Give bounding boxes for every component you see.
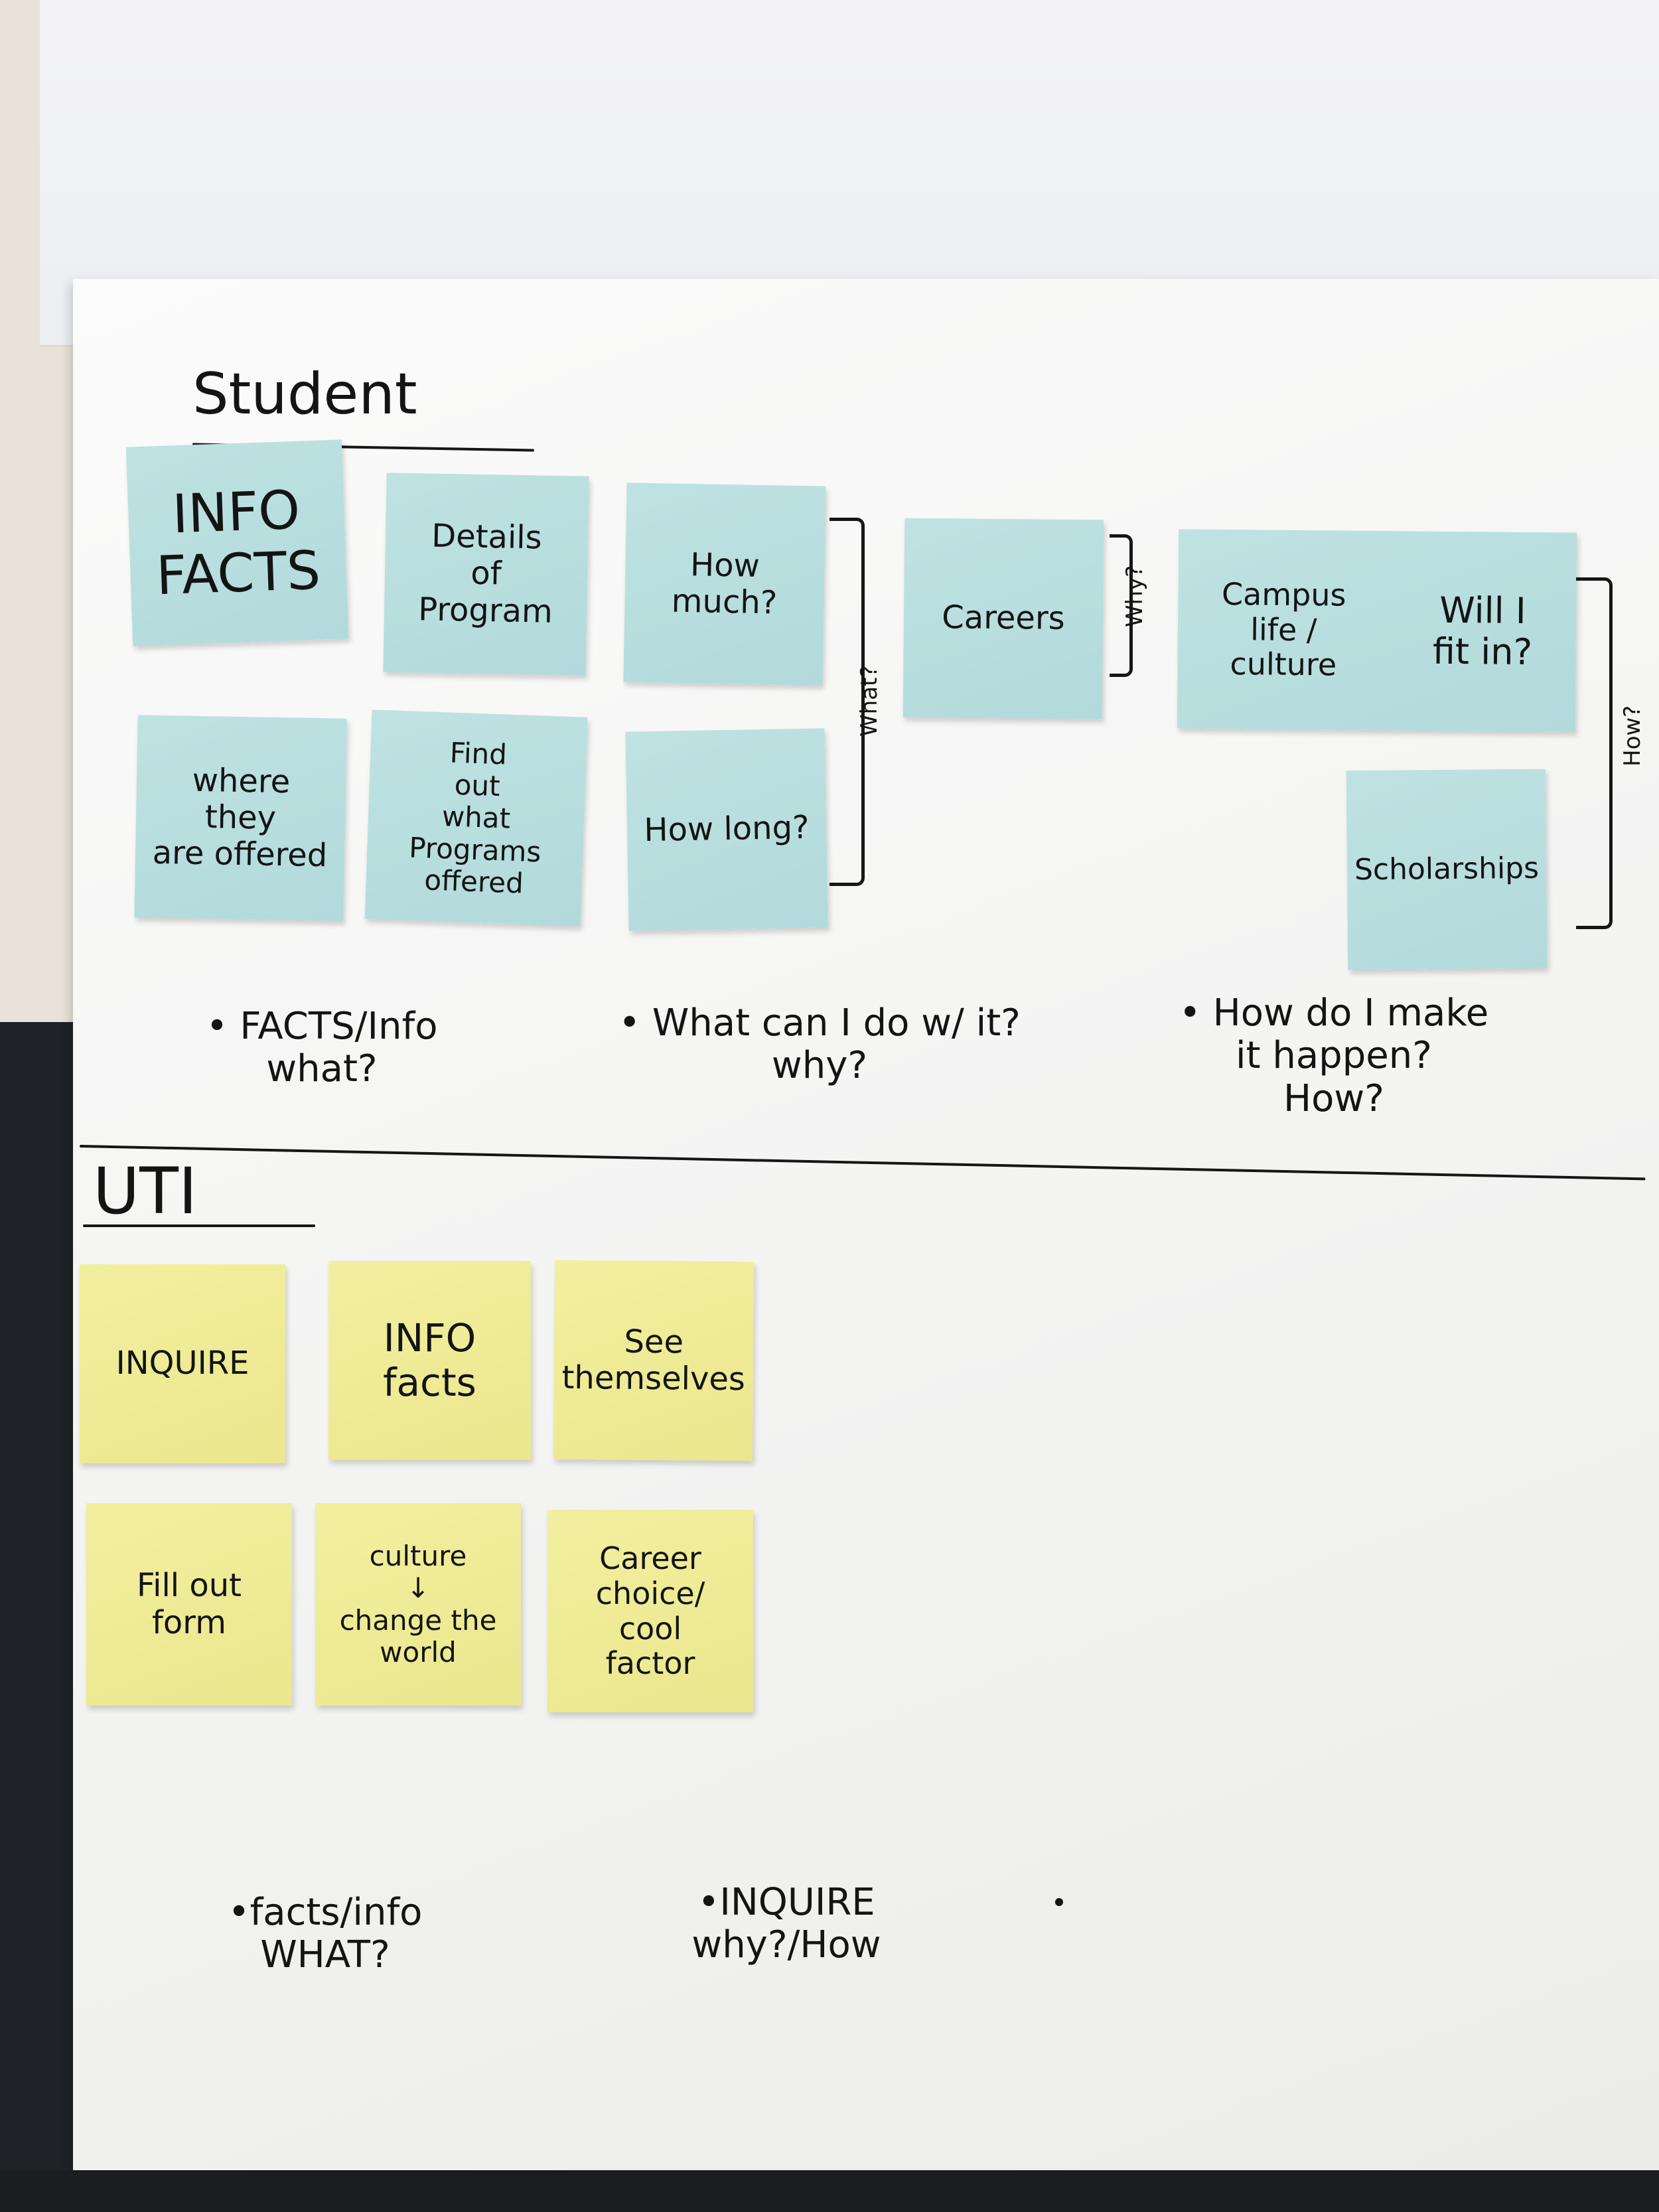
sticky-note-how-much: How much?: [623, 482, 826, 686]
desk-dark-edge: [0, 1022, 80, 2212]
sticky-note-info-facts: INFO FACTS: [125, 439, 349, 646]
bracket-label-what: What?: [856, 665, 883, 737]
sticky-note-see-themselves: See themselves: [553, 1260, 755, 1461]
bracket-label-how: How?: [1619, 705, 1646, 767]
sticky-note-careers: Careers: [902, 518, 1104, 719]
bracket-what: [830, 518, 865, 886]
sticky-note-fill-out-form: Fill out form: [86, 1503, 292, 1706]
student-summary-how-make-it-happen: • How do I make it happen? How?: [1179, 992, 1489, 1120]
student-summary-facts-info: • FACTS/Info what?: [206, 1005, 438, 1091]
uti-heading-underline: [83, 1224, 315, 1227]
desk-bottom-edge: [0, 2170, 1659, 2212]
sticky-note-culture-change-world: culture ↓ change the world: [315, 1503, 521, 1706]
bracket-label-why: Why?: [1121, 565, 1148, 627]
bracket-how: [1576, 577, 1613, 929]
sticky-note-how-long: How long?: [625, 728, 828, 931]
sticky-note-inquire: INQUIRE: [80, 1264, 285, 1463]
uti-summary-inquire: •INQUIRE why?/How: [691, 1881, 881, 1967]
uti-heading: UTI: [93, 1154, 198, 1228]
sticky-note-details-of-program: Details of Program: [383, 473, 589, 676]
sticky-note-info-facts-yellow: INFO facts: [328, 1261, 531, 1460]
sticky-note-career-choice: Career choice/ cool factor: [547, 1510, 753, 1712]
sticky-note-campus-life-culture: Campus life / culture: [1221, 575, 1346, 683]
student-summary-what-can-i-do: • What can I do w/ it? why?: [618, 1001, 1021, 1088]
empty-bullet-dot: [1055, 1898, 1063, 1906]
sticky-note-scholarships: Scholarships: [1346, 769, 1548, 970]
sticky-note-where-offered: where they are offered: [134, 715, 347, 921]
student-heading: Student: [192, 361, 417, 427]
uti-summary-facts-info: •facts/info WHAT?: [228, 1891, 423, 1977]
sticky-note-will-i-fit-in: Will I fit in?: [1432, 589, 1533, 674]
sticky-note-find-out-programs: Find out what Programs offered: [364, 709, 588, 926]
bracket-why: [1110, 534, 1133, 677]
sticky-note-pair-campus-fit: Campus life / culture Will I fit in?: [1177, 529, 1577, 732]
